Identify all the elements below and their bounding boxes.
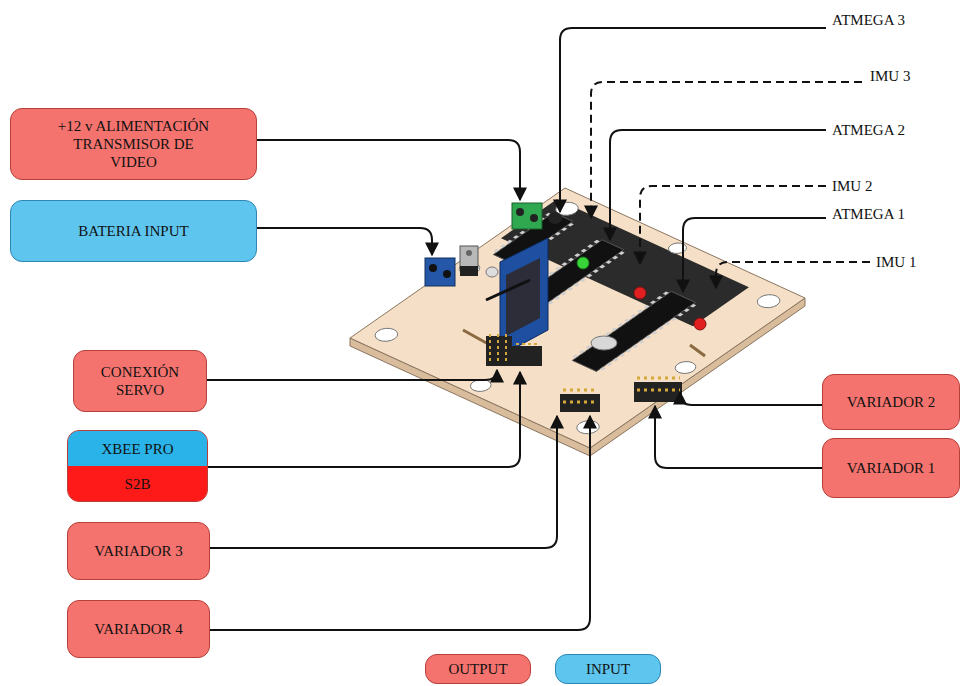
terminal-block: [443, 270, 451, 278]
led: [577, 257, 706, 330]
pin-header: [486, 334, 682, 412]
part-label: IMU 1: [876, 253, 916, 271]
voltage-regulator: [460, 246, 478, 268]
led: [577, 257, 589, 269]
mounting-hole: [671, 359, 700, 376]
part-label: ATMEGA 2: [832, 121, 905, 139]
callout-text: XBEE PRO: [101, 440, 173, 458]
terminal-block: [516, 208, 524, 216]
voltage-regulator: [460, 246, 478, 276]
leader-line: [560, 28, 826, 212]
callout-text: CONEXIÓN SERVO: [90, 363, 190, 399]
pin-header: [563, 389, 598, 392]
callout-box: XBEE PRO S2B: [67, 430, 208, 502]
terminal-block: [429, 264, 437, 272]
leader-line: [207, 370, 497, 380]
box-section: BATERIA INPUT: [11, 201, 256, 261]
part-label: ATMEGA 1: [832, 205, 905, 223]
ic-chip: [573, 292, 668, 358]
box-section: VARIADOR 2: [823, 375, 959, 429]
voltage-regulator: [460, 266, 478, 276]
callout-box: VARIADOR 3: [67, 522, 210, 580]
mounting-hole: [572, 418, 604, 436]
leader-line: [716, 262, 870, 288]
leader-line: [680, 392, 822, 405]
leader-line: [591, 82, 862, 218]
xbee-module: [486, 280, 530, 300]
ic-chip: [572, 291, 695, 371]
capacitor: [486, 267, 498, 277]
box-section: XBEE PRO: [68, 431, 207, 466]
pin-header: [634, 382, 682, 402]
callout-box: BATERIA INPUT: [10, 200, 257, 262]
leader-line: [210, 416, 557, 548]
part-label: IMU 3: [870, 67, 910, 85]
terminal-block: [512, 203, 542, 229]
mounting-hole: [753, 292, 785, 310]
ic-chip: [432, 212, 719, 372]
callout-box: VARIADOR 4: [67, 600, 210, 658]
callout-text: VARIADOR 4: [94, 620, 182, 638]
pin-header: [637, 389, 680, 392]
pin-header: [560, 394, 600, 412]
terminal-block: [425, 258, 455, 286]
callout-text: VARIADOR 1: [847, 459, 935, 477]
callout-box: VARIADOR 2: [822, 374, 960, 430]
leader-line: [683, 218, 826, 292]
box-section: +12 v ALIMENTACIÓN TRANSMISOR DE VIDEO: [11, 109, 256, 179]
legend-swatch: OUTPUT: [425, 654, 531, 684]
leader-line: [257, 140, 520, 200]
box-section: S2B: [68, 466, 207, 501]
terminal-block: [530, 214, 538, 222]
box-section: CONEXIÓN SERVO: [74, 351, 206, 411]
callout-box: VARIADOR 1: [822, 438, 960, 498]
xbee-module: [506, 258, 540, 336]
pin-header: [563, 401, 598, 404]
mounting-hole: [370, 326, 402, 344]
ic-chip: [539, 252, 623, 311]
leader-line: [257, 228, 432, 255]
pin-header: [516, 343, 540, 345]
box-section: VARIADOR 4: [68, 601, 209, 657]
callout-text: VARIADOR 2: [847, 393, 935, 411]
led: [694, 318, 706, 330]
ic-chip: [600, 305, 695, 371]
led: [634, 287, 646, 299]
box-section: VARIADOR 3: [68, 523, 209, 579]
callout-text: BATERIA INPUT: [78, 222, 188, 240]
mounting-hole: [665, 241, 690, 256]
callout-text: S2B: [125, 475, 151, 493]
pin-header: [497, 334, 499, 364]
callout-box: CONEXIÓN SERVO: [73, 350, 207, 412]
leader-line: [207, 28, 870, 630]
leader-line: [208, 372, 520, 467]
capacitor: [548, 212, 562, 224]
crystal: [591, 336, 617, 350]
crystal: [591, 336, 617, 350]
pin-header: [637, 377, 680, 380]
pin-header: [489, 334, 491, 364]
pin-header: [512, 346, 542, 366]
resistor: [463, 330, 490, 345]
callout-box: +12 v ALIMENTACIÓN TRANSMISOR DE VIDEO: [10, 108, 257, 180]
leader-line: [210, 416, 590, 630]
part-label: ATMEGA 3: [832, 11, 905, 29]
callout-text: +12 v ALIMENTACIÓN TRANSMISOR DE VIDEO: [51, 117, 216, 171]
legend-text: OUTPUT: [448, 661, 507, 678]
resistor: [690, 345, 705, 356]
legend-swatch: INPUT: [555, 654, 661, 684]
leader-line: [655, 406, 822, 468]
part-label: IMU 2: [832, 177, 872, 195]
pin-header: [505, 334, 507, 364]
voltage-regulator: [466, 250, 472, 256]
box-section: VARIADOR 1: [823, 439, 959, 497]
callout-text: VARIADOR 3: [94, 542, 182, 560]
leader-line: [640, 186, 826, 264]
legend-text: INPUT: [586, 661, 630, 678]
